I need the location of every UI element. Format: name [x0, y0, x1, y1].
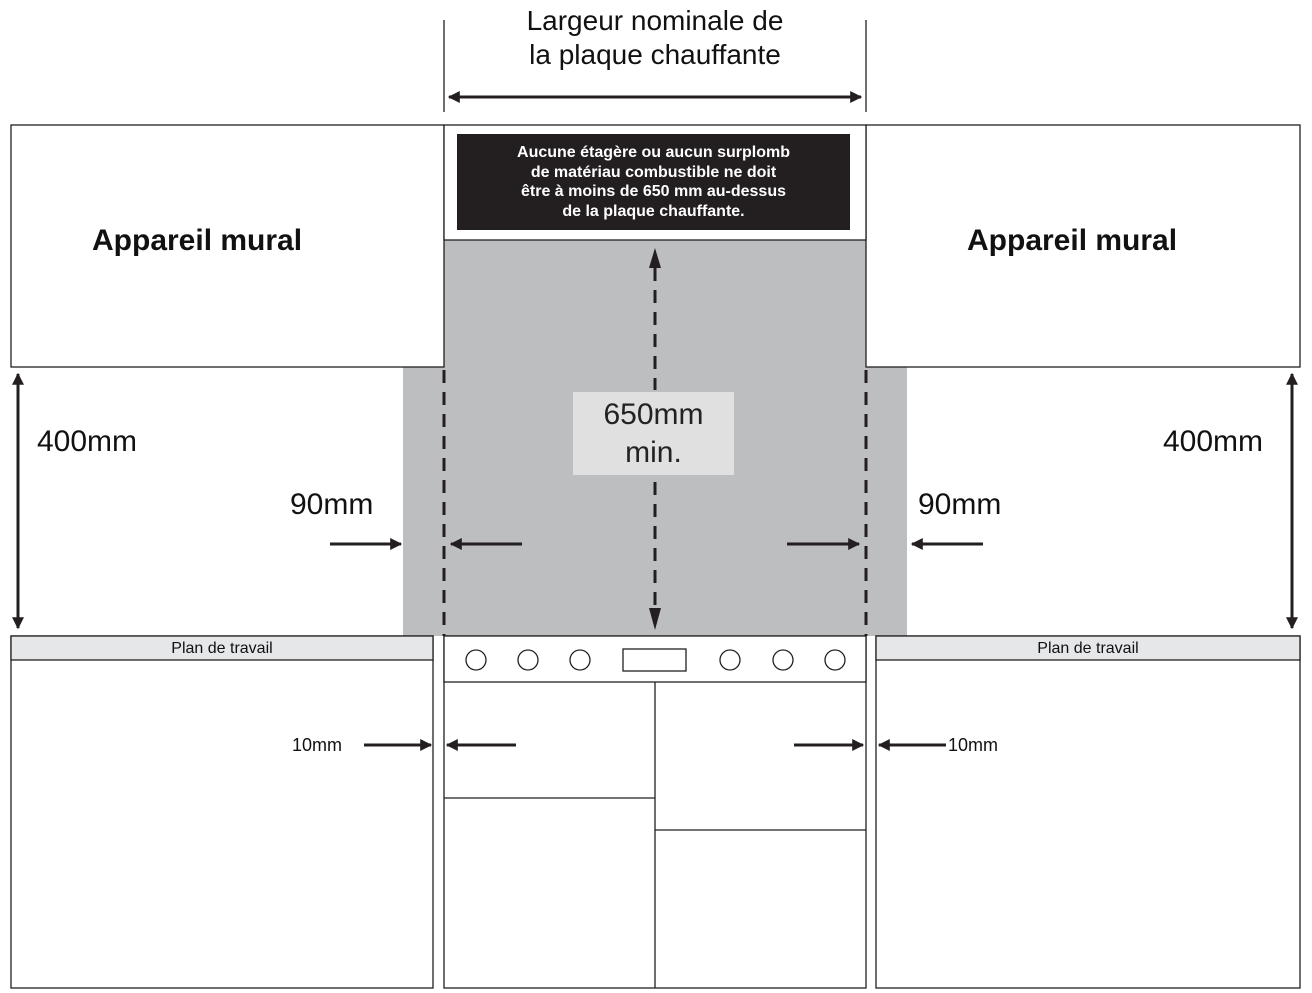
right-base-cabinet — [875, 635, 1301, 989]
display-panel — [622, 648, 687, 672]
clearance-zone-left — [403, 367, 444, 636]
vertical-clearance-label: 650mm min. — [573, 392, 734, 475]
right-worktop-label: Plan de travail — [1037, 640, 1139, 657]
control-knob — [517, 649, 539, 671]
clearance-label-right: 90mm — [918, 488, 1002, 521]
right-wall-cabinet-label: Appareil mural — [967, 224, 1178, 257]
arrowhead-down — [649, 608, 661, 630]
arrowhead-up — [649, 248, 661, 268]
nominal-width-line2: la plaque chauffante — [529, 39, 781, 70]
warning-line4: de la plaque chauffante. — [562, 202, 745, 220]
left-worktop-label: Plan de travail — [171, 640, 273, 657]
control-knob — [569, 649, 591, 671]
left-worktop-strip — [10, 635, 434, 661]
nominal-width-line1: Largeur nominale de — [526, 5, 784, 36]
control-knob — [719, 649, 741, 671]
left-wall-cabinet — [10, 124, 445, 368]
height-label-left: 400mm — [37, 425, 138, 458]
warning-line1: Aucune étagère ou aucun surplomb — [517, 144, 790, 161]
control-knob — [465, 649, 487, 671]
gap-label-left: 10mm — [292, 735, 343, 755]
control-knob — [772, 649, 794, 671]
nominal-width-dimension — [443, 20, 867, 112]
clearance-label-left: 90mm — [290, 488, 374, 521]
control-knob — [824, 649, 846, 671]
warning-box: Aucune étagère ou aucun surplomb de maté… — [457, 134, 850, 230]
warning-line3: être à moins de 650 mm au-dessus — [521, 183, 786, 200]
nominal-width-label: Largeur nominale de la plaque chauffante — [470, 4, 840, 72]
right-worktop-strip — [875, 635, 1301, 661]
clearance-zone-right — [866, 367, 907, 636]
left-wall-cabinet-label: Appareil mural — [92, 224, 303, 257]
gap-label-right: 10mm — [948, 735, 999, 755]
left-base-cabinet — [10, 635, 434, 989]
height-label-right: 400mm — [1163, 425, 1264, 458]
vertical-clearance-min: min. — [625, 435, 682, 469]
vertical-clearance-value: 650mm — [603, 397, 704, 431]
warning-line2: de matériau combustible ne doit — [530, 163, 777, 181]
right-wall-cabinet — [865, 124, 1301, 368]
cooker — [443, 635, 867, 989]
